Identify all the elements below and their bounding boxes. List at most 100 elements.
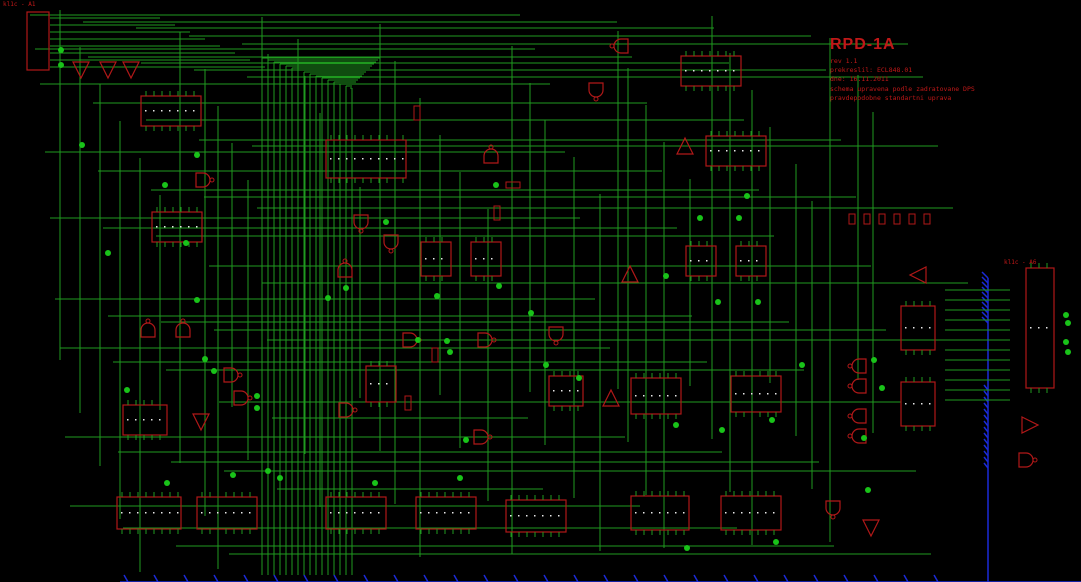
buffer-gate <box>862 519 880 538</box>
junction-dot <box>105 250 111 256</box>
logic-gate <box>477 332 497 348</box>
buffer-gate <box>676 136 694 155</box>
junction-dot <box>1063 339 1069 345</box>
junctions <box>58 47 1071 551</box>
bus-entry <box>303 574 309 582</box>
junction-dot <box>183 240 189 246</box>
bus-entry <box>483 574 489 582</box>
buffer-gate <box>602 388 620 407</box>
bus-entry <box>983 384 989 391</box>
bus-entry <box>753 574 759 582</box>
logic-gate <box>353 214 369 234</box>
resistor <box>431 347 439 363</box>
bus-entry <box>663 574 669 582</box>
junction-dot <box>865 487 871 493</box>
buffer-gate <box>122 61 140 80</box>
logic-gate <box>609 38 629 54</box>
junction-dot <box>673 422 679 428</box>
bus-entry <box>983 426 989 433</box>
junction-dot <box>719 427 725 433</box>
ic-package <box>735 245 767 277</box>
junction-dot <box>447 349 453 355</box>
junction-dot <box>799 362 805 368</box>
resistor <box>413 105 421 121</box>
resistor <box>404 395 412 411</box>
junction-dot <box>496 283 502 289</box>
components <box>26 11 1055 538</box>
ic-package <box>116 496 182 530</box>
bus-lines <box>120 271 1081 582</box>
junction-dot <box>755 299 761 305</box>
ic-package <box>420 241 452 277</box>
junction-dot <box>773 539 779 545</box>
logic-gate <box>588 82 604 102</box>
bus-entry <box>983 456 989 463</box>
resistor <box>908 213 916 225</box>
bus-entry <box>983 420 989 427</box>
bus-entry <box>723 574 729 582</box>
bus-entry <box>573 574 579 582</box>
bus-entry <box>933 574 939 582</box>
buffer-gate <box>908 266 927 284</box>
bus-entry <box>243 574 249 582</box>
bus-entry <box>983 444 989 451</box>
logic-gate <box>337 258 353 278</box>
ic-package <box>470 241 502 277</box>
connector-a1-label: kl1c - A1 <box>3 1 36 8</box>
bus-entry <box>393 574 399 582</box>
bus-entry <box>123 574 129 582</box>
bus-entry <box>183 574 189 582</box>
junction-dot <box>383 219 389 225</box>
revision-text: rev 1.1 <box>830 57 858 65</box>
bus-entry <box>981 301 989 309</box>
junction-dot <box>871 357 877 363</box>
date-text: dne: 16.11.2011 <box>830 75 889 83</box>
resistor <box>863 213 871 225</box>
logic-gate <box>338 402 358 418</box>
bus-entry <box>333 574 339 582</box>
junction-dot <box>861 435 867 441</box>
bus-entry <box>983 414 989 421</box>
junction-dot <box>715 299 721 305</box>
bus-entry <box>981 311 989 319</box>
junction-dot <box>325 295 331 301</box>
junction-dot <box>434 293 440 299</box>
logic-gate <box>825 500 841 520</box>
junction-dot <box>79 142 85 148</box>
junction-dot <box>769 417 775 423</box>
logic-gate <box>483 144 499 164</box>
junction-dot <box>124 387 130 393</box>
junction-dot <box>254 393 260 399</box>
bus-entry <box>983 402 989 409</box>
bus-entry <box>423 574 429 582</box>
ic-package <box>122 404 168 436</box>
junction-dot <box>736 215 742 221</box>
ic-package <box>1025 267 1055 389</box>
logic-gate <box>223 367 243 383</box>
junction-dot <box>744 193 750 199</box>
junction-dot <box>697 215 703 221</box>
logic-gate <box>548 326 564 346</box>
bus-entry <box>981 276 989 284</box>
connector-a6-label: kl1c - A6 <box>1004 259 1037 266</box>
resistor <box>848 213 856 225</box>
ic-package <box>325 496 387 530</box>
bus-entry <box>981 281 989 289</box>
buffer-gate <box>192 413 210 432</box>
schematic-title: RPD-1A <box>830 36 896 53</box>
ic-package <box>900 381 936 427</box>
junction-dot <box>663 273 669 279</box>
junction-dot <box>684 545 690 551</box>
ic-package <box>630 377 682 415</box>
logic-gate <box>847 408 867 424</box>
bus-entry <box>273 574 279 582</box>
ic-package <box>505 499 567 533</box>
buffer-gate <box>72 61 90 80</box>
bus-entry <box>981 271 989 279</box>
connector-a1 <box>26 11 50 71</box>
bus-entry <box>981 291 989 299</box>
ic-package <box>705 135 767 167</box>
ic-package <box>151 211 203 243</box>
logic-gate <box>847 428 867 444</box>
ic-package <box>415 496 477 530</box>
